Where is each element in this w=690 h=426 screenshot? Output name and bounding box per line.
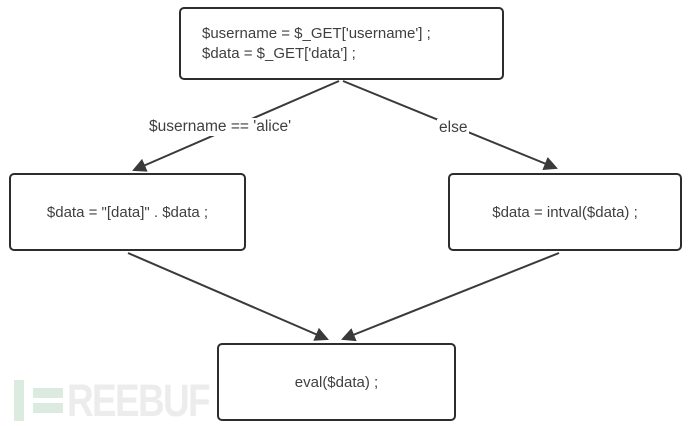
- node-text: $data = intval($data) ;: [492, 203, 638, 221]
- node-text: $data = "[data]" . $data ;: [46, 203, 209, 221]
- edge-label-alice-condition: $username == 'alice': [147, 118, 294, 136]
- node-text: $data = $_GET['data'] ;: [202, 44, 356, 62]
- edge-label-else-condition: else: [437, 119, 470, 137]
- freebuf-logo-icon: [14, 380, 24, 421]
- node-source-input: $username = $_GET['username'] ; $data = …: [179, 7, 504, 80]
- node-alice-branch: $data = "[data]" . $data ;: [9, 173, 246, 251]
- node-text: eval($data) ;: [294, 373, 379, 391]
- node-text: $username = $_GET['username'] ;: [202, 24, 431, 42]
- freebuf-logo-f-bars-icon: [33, 380, 63, 421]
- freebuf-watermark: REEBUF: [14, 375, 240, 426]
- edge-else-to-sink: [341, 252, 560, 342]
- node-eval-sink: eval($data) ;: [217, 343, 456, 421]
- edge-alice-to-sink: [127, 252, 329, 341]
- freebuf-brand-letters: REEBUF: [67, 375, 211, 426]
- node-else-branch: $data = intval($data) ;: [448, 173, 682, 251]
